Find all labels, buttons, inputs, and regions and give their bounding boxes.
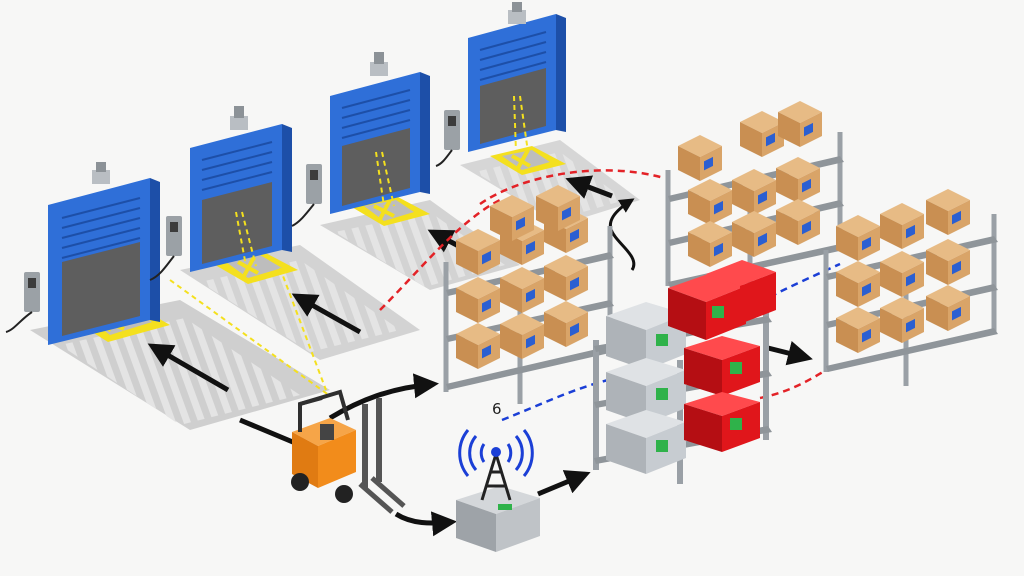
marker-label: 6 bbox=[492, 400, 502, 418]
arrow-gateway-to-crates bbox=[537, 470, 591, 497]
arrow-shelf-to-lane bbox=[608, 198, 636, 271]
arrow-lane-2 bbox=[291, 293, 362, 335]
arrow-lane-1 bbox=[147, 343, 230, 393]
floor-marker-4 bbox=[490, 146, 566, 175]
shelf-unit-right bbox=[823, 189, 998, 386]
wall-terminal-icon bbox=[149, 216, 182, 281]
forklift-icon bbox=[291, 389, 406, 514]
arrow-forklift-to-gateway bbox=[394, 511, 457, 537]
wall-terminals bbox=[5, 110, 460, 333]
dock-door-4 bbox=[468, 2, 566, 152]
crosswalk-3 bbox=[335, 212, 505, 287]
wireless-antenna-icon bbox=[458, 429, 534, 501]
arrow-lane-4 bbox=[565, 175, 613, 199]
red-signal-door-4 bbox=[479, 169, 665, 206]
arrow-crates-to-rack bbox=[767, 341, 813, 366]
door-rfid-reader-icon bbox=[92, 162, 110, 184]
wall-terminal-icon bbox=[435, 110, 460, 167]
wall-terminal-icon bbox=[291, 164, 322, 227]
flow-arrows bbox=[147, 175, 813, 537]
gateway-box-icon bbox=[456, 486, 540, 552]
door-rfid-reader-icon bbox=[230, 106, 248, 130]
shelf-unit-middle bbox=[443, 185, 614, 404]
dock-door-2 bbox=[190, 106, 292, 272]
reader-beams bbox=[169, 95, 529, 397]
wall-terminal-icon bbox=[5, 272, 40, 333]
crosswalk-1 bbox=[60, 318, 300, 425]
dock-door-1 bbox=[48, 162, 160, 345]
arrow-forklift-to-rack bbox=[239, 384, 434, 448]
door-rfid-reader-icon bbox=[370, 52, 388, 76]
dock-door-3 bbox=[330, 52, 430, 214]
door-rfid-reader-icon bbox=[508, 2, 526, 24]
red-signal-door-3 bbox=[379, 198, 501, 311]
red-crates bbox=[668, 260, 776, 452]
crate-rack bbox=[593, 260, 776, 484]
dock-doors bbox=[48, 2, 566, 345]
